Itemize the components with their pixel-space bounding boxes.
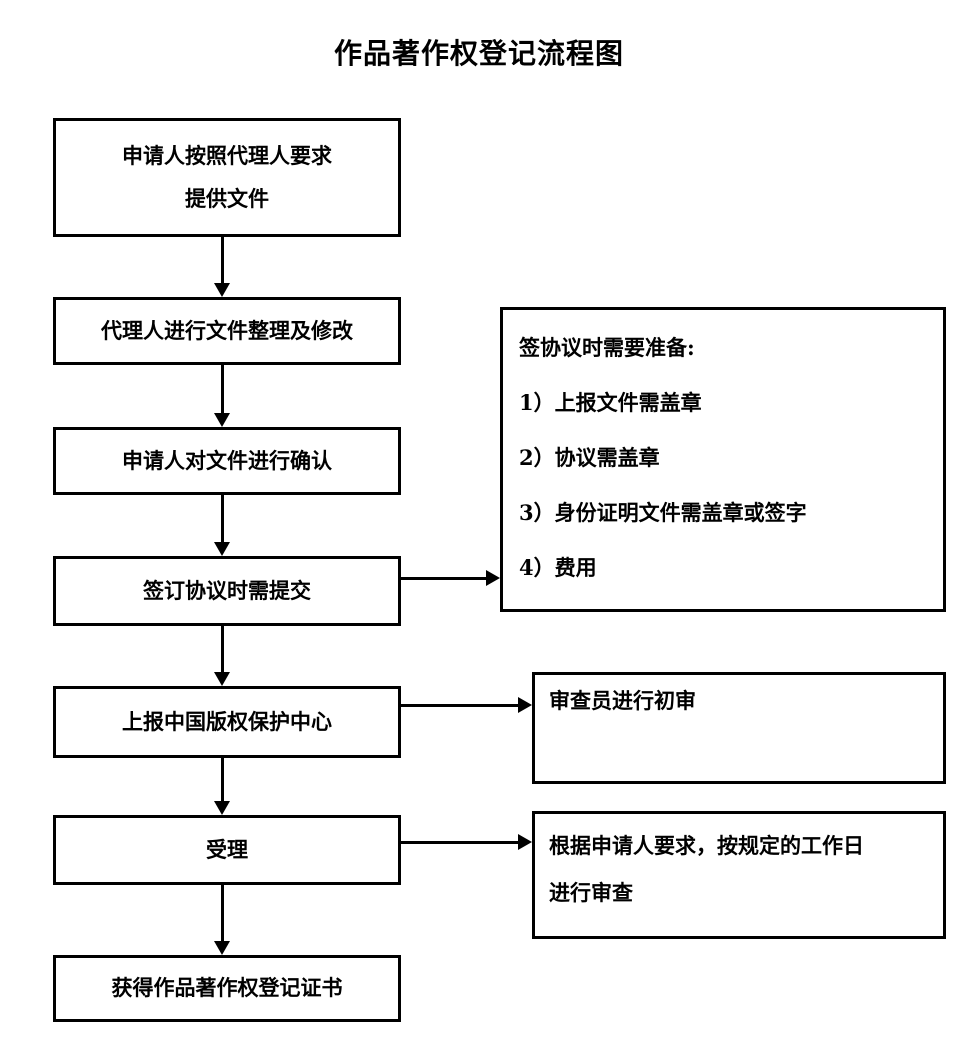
side-note-agreement-item-2-text: 协议需盖章	[554, 445, 660, 471]
connector-step1-step2-line	[221, 237, 224, 283]
flow-node-step-4-line-1: 签订协议时需提交	[143, 577, 311, 603]
flow-node-step-7-line-1: 获得作品著作权登记证书	[111, 975, 343, 1001]
connector-step1-step2-arrowhead	[214, 283, 230, 297]
side-note-examiner: 审查员进行初审	[532, 672, 946, 784]
side-note-agreement-item-2: 2）协议需盖章	[519, 446, 943, 469]
side-note-review-line-2: 进行审查	[549, 880, 633, 906]
connector-step5-note-line	[401, 704, 518, 707]
connector-step3-step4-arrowhead	[214, 542, 230, 556]
flow-node-step-3-line-1: 申请人对文件进行确认	[122, 447, 332, 473]
side-note-agreement-item-3-num: 3）	[519, 500, 555, 526]
flow-node-step-1-line-1: 申请人按照代理人要求	[122, 143, 332, 169]
side-note-agreement-item-2-num: 2）	[519, 445, 555, 471]
connector-step4-step5-arrowhead	[214, 672, 230, 686]
side-note-agreement-item-3-text: 身份证明文件需盖章或签字	[554, 500, 807, 526]
connector-step6-note-arrowhead	[518, 834, 532, 850]
connector-step4-step5-line	[221, 626, 224, 672]
page-title: 作品著作权登记流程图	[333, 37, 624, 70]
connector-step6-note-line	[401, 841, 518, 844]
flow-node-step-3: 申请人对文件进行确认	[53, 427, 401, 495]
side-note-agreement-item-1-num: 1）	[519, 390, 555, 416]
flow-node-step-5-line-1: 上报中国版权保护中心	[122, 708, 332, 734]
flow-node-step-6: 受理	[53, 815, 401, 885]
connector-step6-step7-arrowhead	[214, 941, 230, 955]
connector-step3-step4-line	[221, 495, 224, 542]
side-note-examiner-line-1: 审查员进行初审	[549, 688, 696, 713]
side-note-agreement-item-4-text: 费用	[554, 555, 597, 581]
flow-node-step-6-line-1: 受理	[206, 836, 248, 862]
side-note-agreement: 签协议时需要准备: 1）上报文件需盖章 2）协议需盖章 3）身份证明文件需盖章或…	[500, 307, 946, 612]
flow-node-step-1-line-2: 提供文件	[185, 185, 269, 211]
side-note-review-line-1: 根据申请人要求，按规定的工作日	[549, 833, 864, 858]
connector-step2-step3-line	[221, 365, 224, 413]
connector-step2-step3-arrowhead	[214, 413, 230, 427]
side-note-agreement-heading: 签协议时需要准备:	[519, 335, 695, 360]
flow-node-step-7: 获得作品著作权登记证书	[53, 955, 401, 1022]
flow-node-step-2: 代理人进行文件整理及修改	[53, 297, 401, 365]
flow-node-step-5: 上报中国版权保护中心	[53, 686, 401, 758]
side-note-agreement-item-4: 4）费用	[519, 556, 943, 579]
flow-node-step-1: 申请人按照代理人要求 提供文件	[53, 118, 401, 237]
side-note-agreement-item-4-num: 4）	[519, 555, 555, 581]
connector-step5-step6-arrowhead	[214, 801, 230, 815]
flow-node-step-2-line-1: 代理人进行文件整理及修改	[101, 317, 353, 343]
connector-step6-step7-line	[221, 885, 224, 941]
connector-step4-note-arrowhead	[486, 570, 500, 586]
side-note-review: 根据申请人要求，按规定的工作日 进行审查	[532, 811, 946, 939]
side-note-agreement-item-1: 1）上报文件需盖章	[519, 391, 943, 414]
flow-node-step-4: 签订协议时需提交	[53, 556, 401, 626]
connector-step5-note-arrowhead	[518, 697, 532, 713]
connector-step4-note-line	[401, 577, 486, 580]
side-note-agreement-item-1-text: 上报文件需盖章	[554, 390, 702, 416]
connector-step5-step6-line	[221, 758, 224, 801]
side-note-agreement-item-3: 3）身份证明文件需盖章或签字	[519, 501, 943, 524]
